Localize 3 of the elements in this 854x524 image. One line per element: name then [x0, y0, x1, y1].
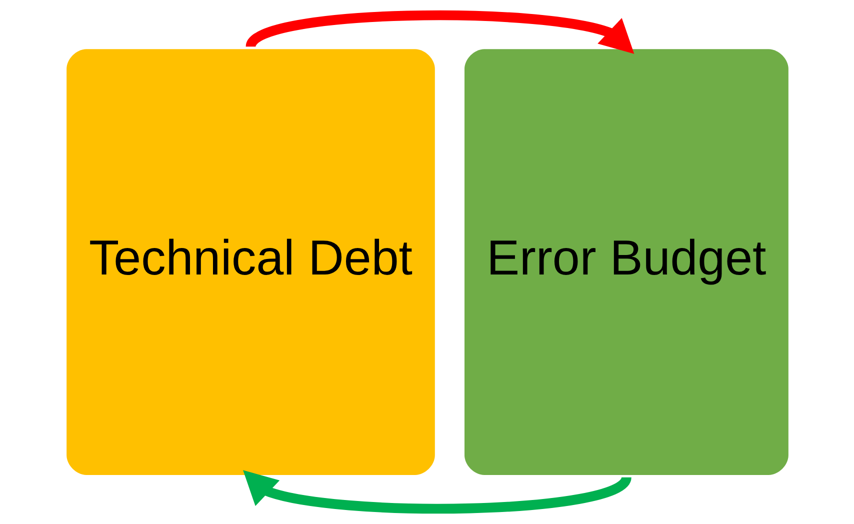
arrow [246, 10, 634, 54]
node-box: Error Budget [464, 49, 788, 475]
node-box: Technical Debt [66, 49, 434, 475]
